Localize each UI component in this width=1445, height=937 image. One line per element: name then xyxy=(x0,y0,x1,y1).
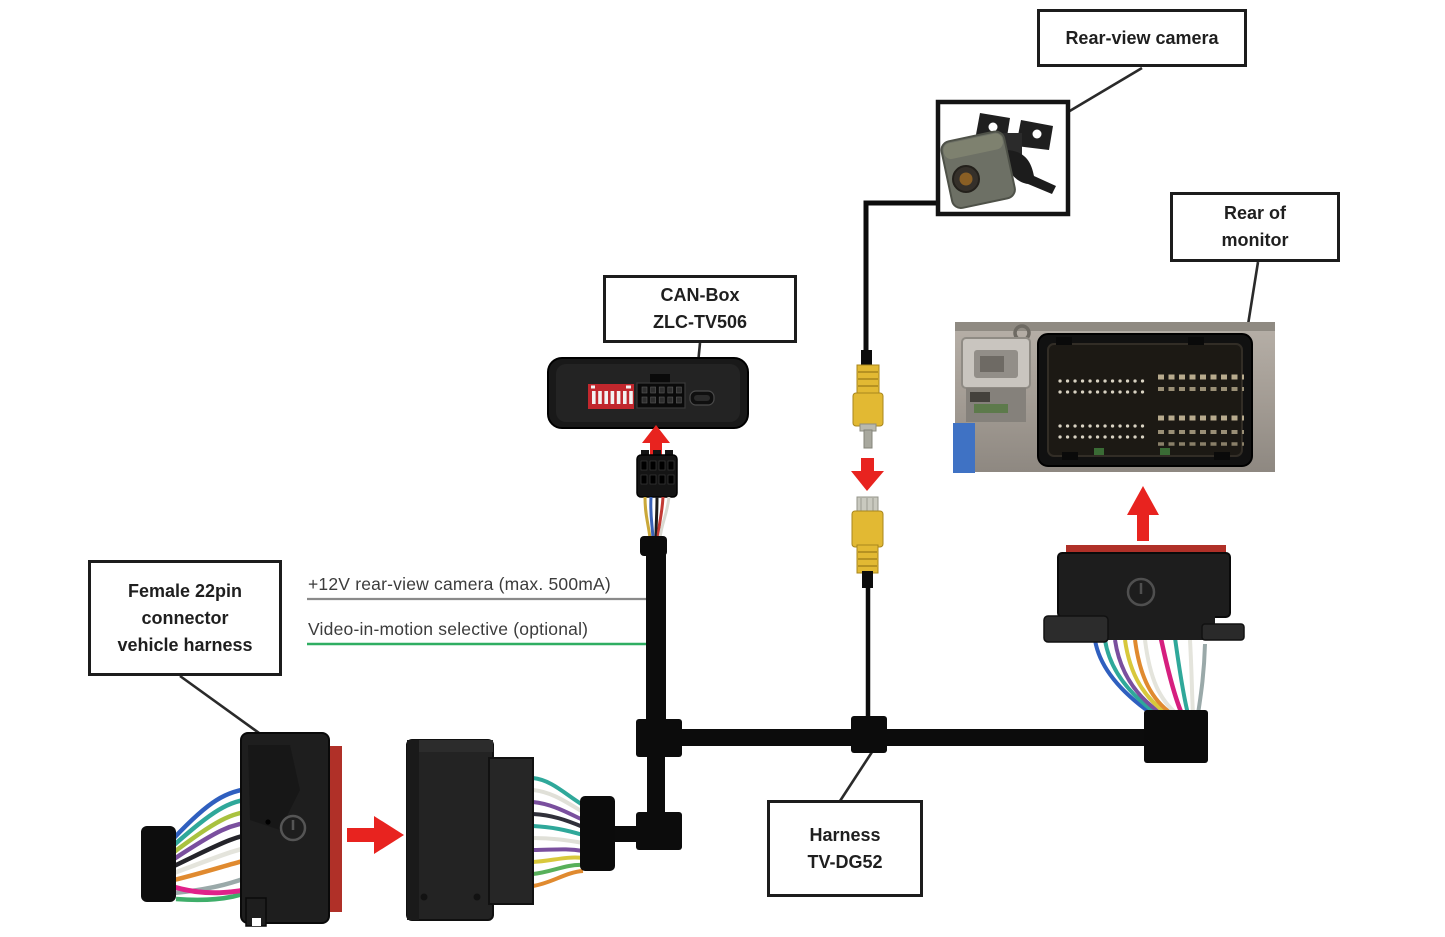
female-22pin-connector-photo xyxy=(141,732,342,927)
male-22pin-connector-photo xyxy=(406,739,615,921)
rear-of-monitor-photo xyxy=(953,322,1275,473)
label-text: Rear of xyxy=(1223,203,1286,223)
label-text: Rear-view camera xyxy=(1065,27,1219,48)
main-harness-cable xyxy=(612,716,1150,850)
pointer-line-monitor xyxy=(1245,261,1260,332)
can-box-device xyxy=(547,357,749,429)
label-harness: Harness TV-DG52 xyxy=(767,800,923,897)
wire-label-power: +12V rear-view camera (max. 500mA) xyxy=(308,574,611,594)
rca-female-connector xyxy=(851,496,884,722)
label-text: Harness xyxy=(809,824,881,845)
pointer-line-camera xyxy=(1067,66,1143,114)
wire-label-video-in-motion: Video-in-motion selective (optional) xyxy=(308,619,589,639)
label-text: monitor xyxy=(1221,230,1289,250)
label-text: connector xyxy=(141,607,229,628)
label-text: Female 22pin xyxy=(127,580,243,601)
label-female-connector: Female 22pin connector vehicle harness xyxy=(88,560,282,676)
wire-terminal-block-right xyxy=(1144,710,1208,763)
blue-sticker xyxy=(953,423,975,473)
junction-vehicle xyxy=(636,812,682,850)
canbox-trunk-cable xyxy=(646,554,666,722)
pointer-line-harness xyxy=(838,751,874,802)
wire-terminal-block-mid xyxy=(580,796,615,871)
arrow-right-icon xyxy=(347,816,404,854)
junction-rca xyxy=(851,716,887,753)
label-rear-view-camera: Rear-view camera xyxy=(1037,9,1247,67)
rear-view-camera-photo xyxy=(863,99,1071,362)
canbox-harness-plug xyxy=(636,450,678,722)
label-text: ZLC-TV506 xyxy=(652,312,748,332)
label-text: TV-DG52 xyxy=(807,851,883,872)
arrow-down-icon xyxy=(851,458,884,491)
arrow-up-monitor-icon xyxy=(1127,486,1159,541)
rca-male-connector xyxy=(852,350,884,449)
camera-cable xyxy=(863,200,940,362)
label-text: CAN-Box xyxy=(660,285,740,305)
junction-canbox xyxy=(636,719,682,757)
monitor-harness-connector-photo xyxy=(1043,545,1245,763)
wire-terminal-block-left xyxy=(141,826,176,902)
label-rear-of-monitor: Rear of monitor xyxy=(1170,192,1340,262)
label-can-box: CAN-Box ZLC-TV506 xyxy=(603,275,797,343)
label-text: vehicle harness xyxy=(117,634,253,655)
